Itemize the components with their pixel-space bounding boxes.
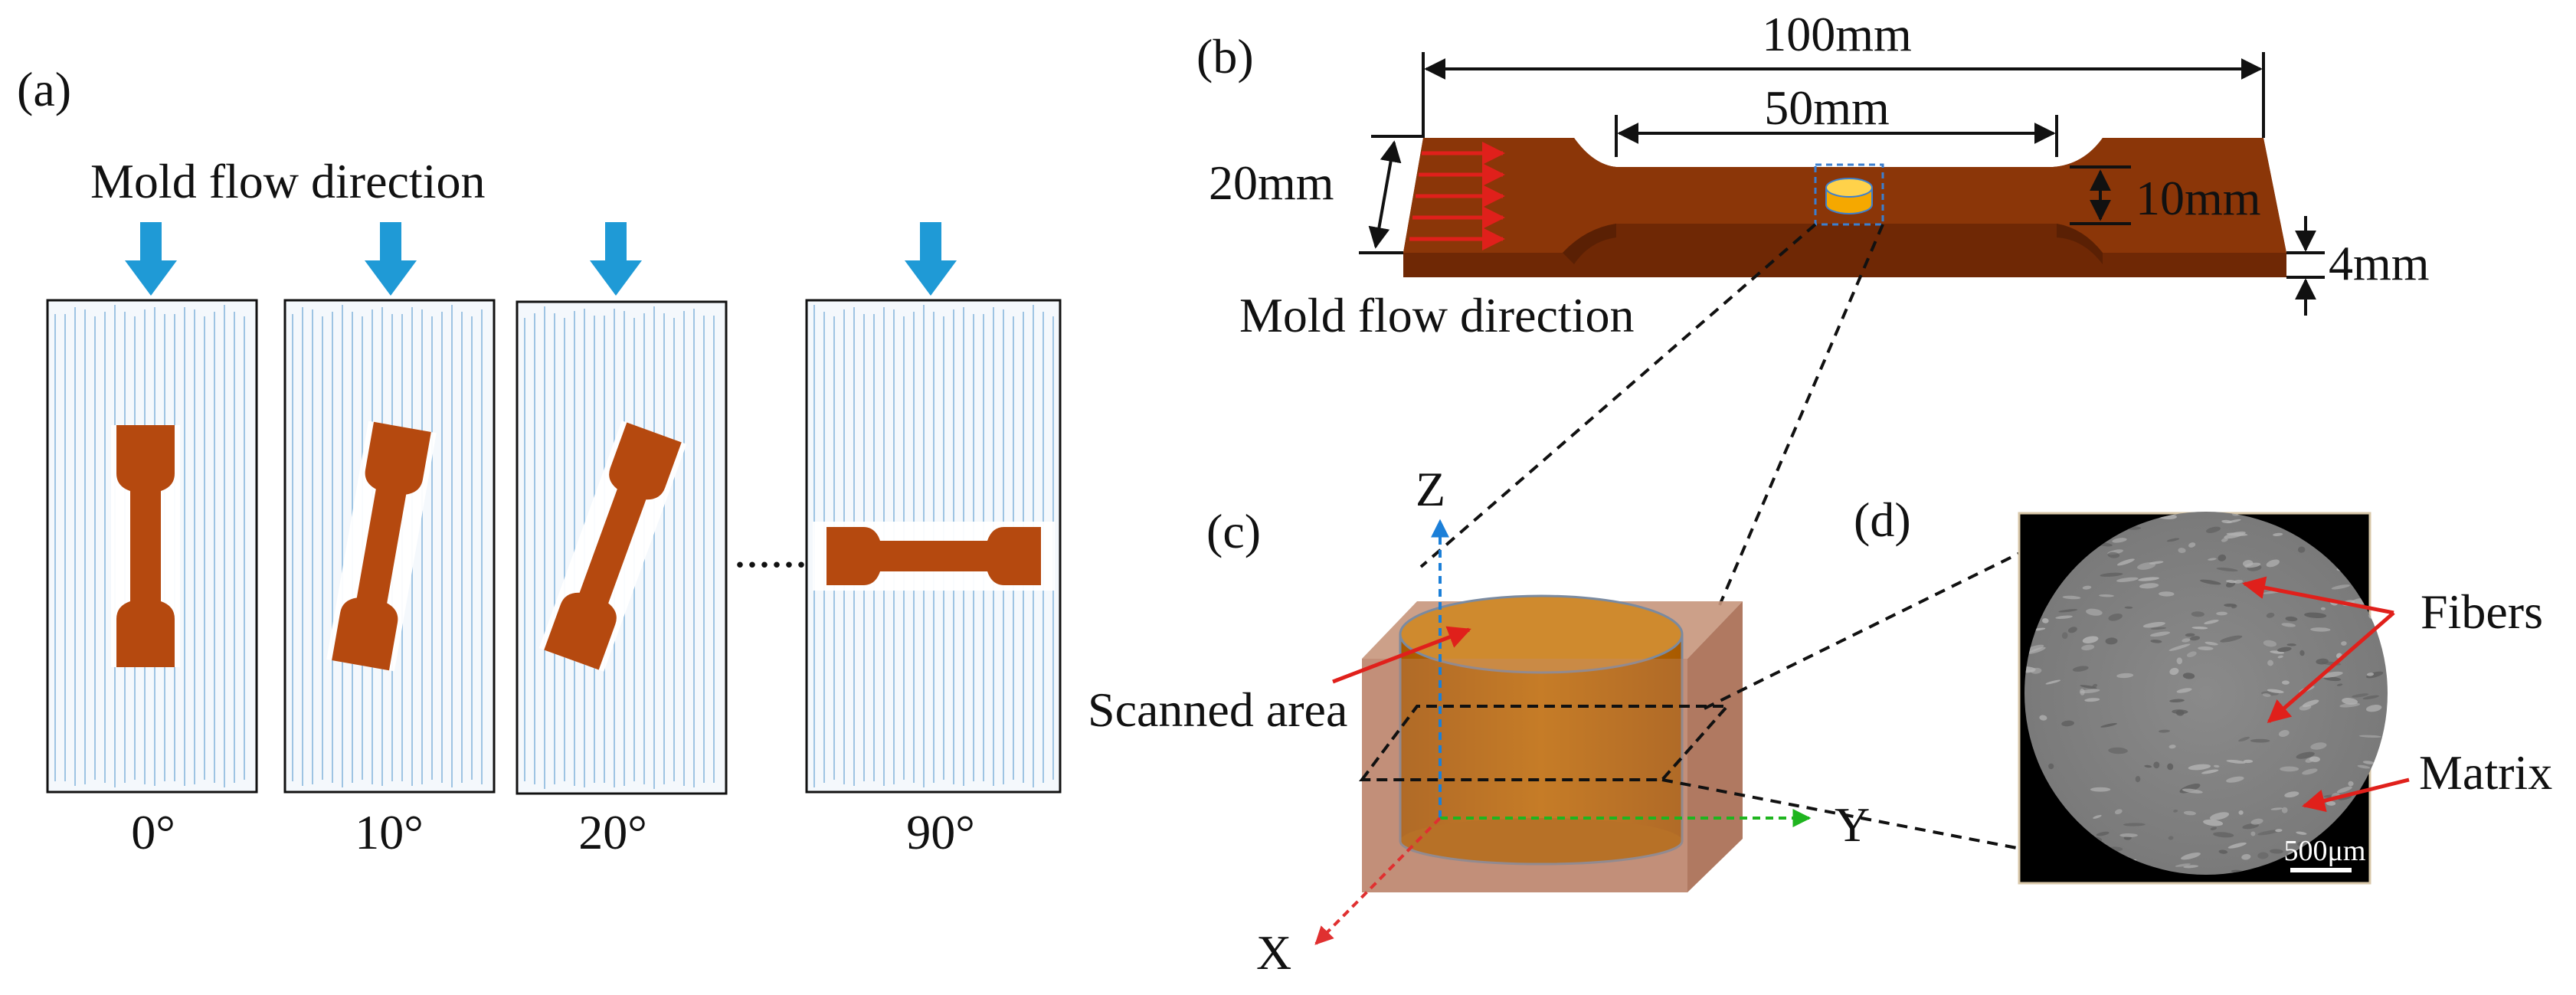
sample-block [1362,594,1743,892]
panel-b-flow-label: Mold flow direction [1239,288,1634,342]
specimen-0deg [111,425,180,667]
scale-bar [2290,868,2352,872]
dim-width-end-label: 20mm [1209,155,1334,210]
panel-a: (a) Mold flow direction [17,62,1062,859]
axis-y-label: Y [1835,797,1870,852]
flow-arrow-icon [590,222,642,296]
specimen-20deg [538,421,687,672]
flow-lines [524,306,715,789]
panel-d-label: (d) [1854,493,1911,547]
specimen-10deg [326,421,437,672]
ellipsis: ...... [734,523,807,578]
angle-label-90: 90° [906,805,975,859]
fibers-arrow [2242,576,2394,615]
panel-b-label: (b) [1196,29,1254,83]
zoom-line [1718,224,1884,606]
flow-arrow-icon [365,222,417,296]
panel-c-label: (c) [1206,504,1261,558]
dim-arrow-width-end [1368,140,1402,249]
panel-a-flow-label: Mold flow direction [90,154,485,208]
dim-width-gauge-label: 10mm [2136,171,2261,225]
dim-total-label: 100mm [1762,7,1912,61]
sample-cylinder-icon [1825,178,1873,214]
dim-thickness-label: 4mm [2329,236,2430,290]
zoom-line [1704,548,2027,710]
scan-plane [1359,705,1731,781]
matrix-arrow [2302,777,2410,813]
dim-gauge-label: 50mm [1764,80,1890,135]
zoom-line [1419,223,1817,568]
panel-a-label: (a) [17,62,71,116]
flow-arrow-icon [905,222,957,296]
specimen-90deg [813,522,1055,591]
axis-x-label: X [1256,925,1291,980]
fibers-label: Fibers [2421,584,2543,639]
ct-slice-circle [2024,512,2388,875]
angle-label-0: 0° [131,805,175,859]
panel-c: (c) Z Y X Scanned area [1088,462,2027,980]
axis-z-label: Z [1416,462,1445,516]
red-flow-arrows [1409,142,1505,250]
zoom-line [1661,778,2021,850]
flow-lines [292,305,483,787]
flow-arrow-icon [125,222,177,296]
fibers-arrow [2267,611,2395,723]
scanned-area-label: Scanned area [1088,682,1347,737]
sample-highlight-box [1814,163,1884,226]
matrix-label: Matrix [2419,745,2552,800]
panel-d: (d) 500μm Fibers Matrix [1854,493,2552,885]
panel-b: (b) 100mm 50mm [1196,7,2430,606]
axis-x [1314,817,1442,945]
scale-bar-label: 500μm [2284,835,2366,867]
scanned-area-arrow [1332,626,1471,684]
angle-label-10: 10° [355,805,424,859]
angle-label-20: 20° [578,805,647,859]
